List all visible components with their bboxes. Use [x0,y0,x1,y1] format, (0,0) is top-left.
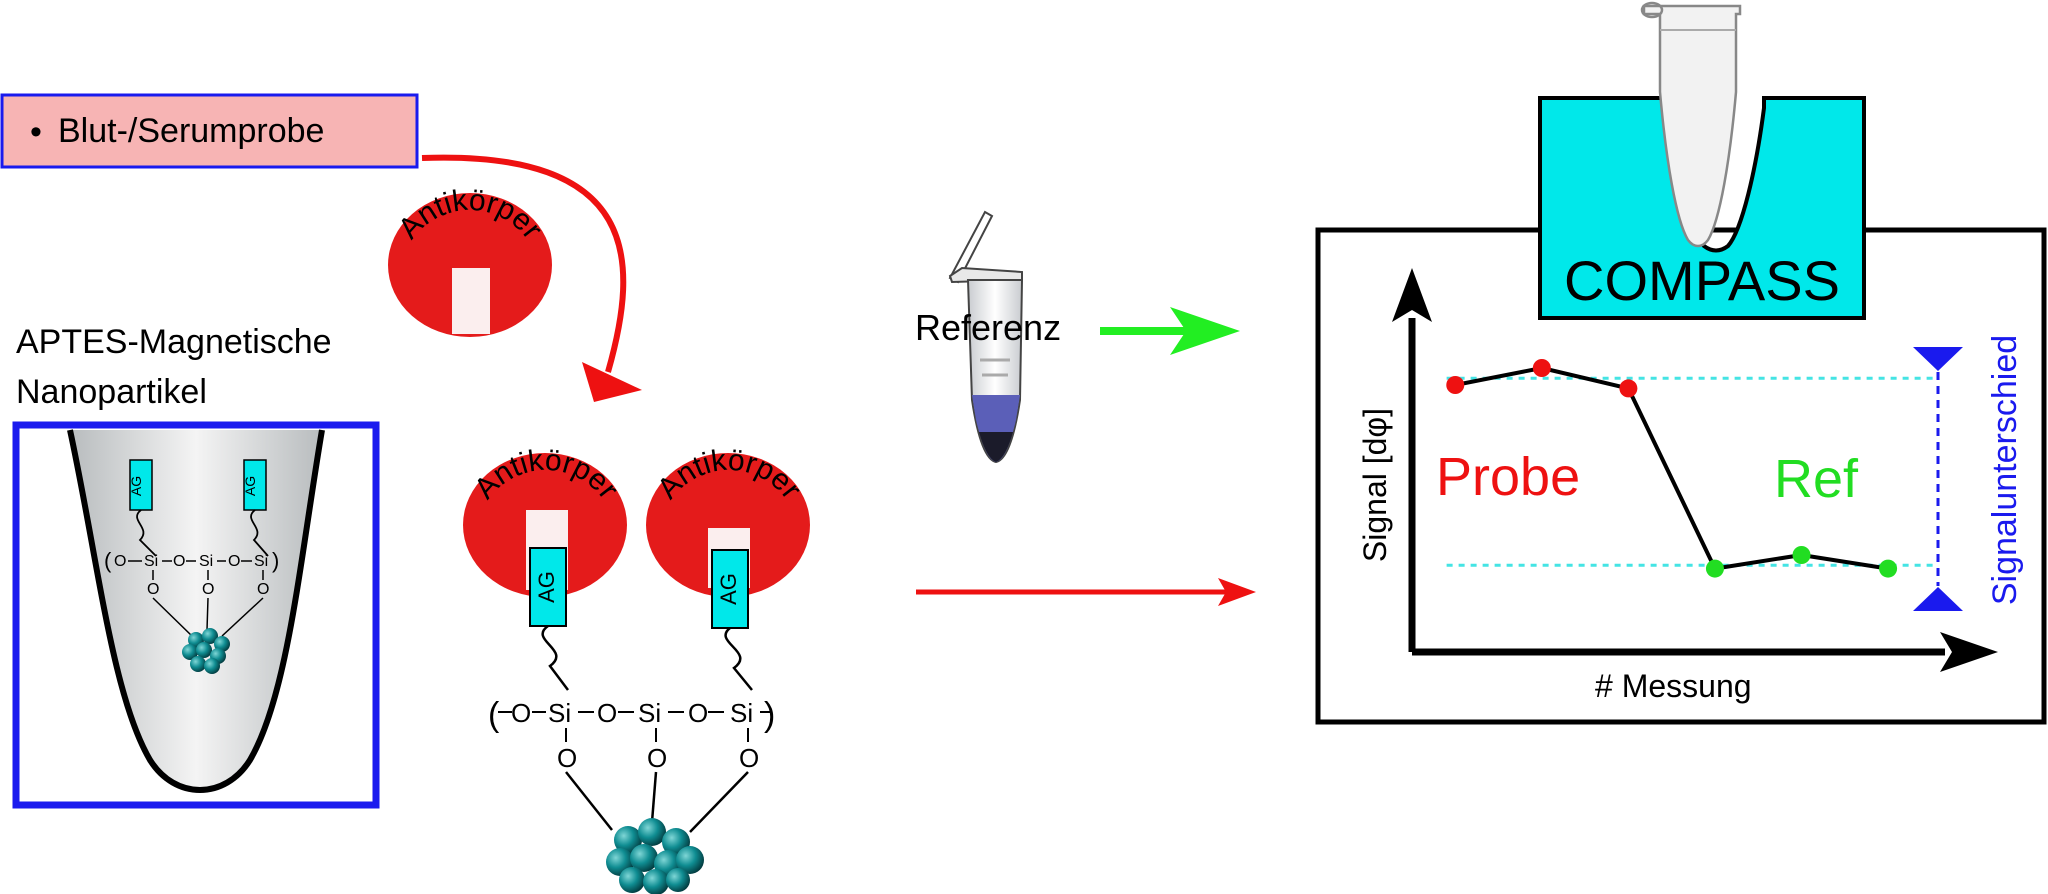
signal-chart: # Messung Signal [dφ] Probe Ref Signalun… [1357,268,2024,704]
svg-text:Si: Si [730,698,753,728]
y-axis-label: Signal [dφ] [1357,408,1393,562]
large-bead-cluster [606,818,704,894]
bound-complex: Antikörper AG Antikörper AG ( O Si [463,444,810,894]
sample-box: • Blut-/Serumprobe [0,93,419,169]
antibody-bound-left: Antikörper AG [463,444,627,627]
y-axis-arrowhead [1392,268,1432,322]
svg-text:O: O [114,553,126,570]
svg-text:): ) [764,696,775,734]
svg-text:Si: Si [254,553,268,570]
antibody-bound-right: Antikörper AG [646,444,810,629]
compass-label: COMPASS [1564,249,1840,312]
inserted-tube [1640,1,1742,248]
svg-text:O: O [228,553,240,570]
probe-point [1446,376,1465,394]
ref-point [1792,546,1811,564]
small-antigen-right: AG [242,459,269,557]
svg-text:O: O [147,581,159,598]
sample-arrow [916,578,1256,606]
nanoparticle-caption-line1: APTES-Magnetische [16,323,332,361]
nanoparticle-caption-line2: Nanopartikel [16,373,207,411]
small-bead-cluster [182,628,230,674]
svg-text:(: ( [104,548,112,573]
svg-text:O: O [202,581,214,598]
svg-text:O: O [597,698,617,728]
ref-point [1705,559,1724,578]
svg-text:Si: Si [144,553,158,570]
large-silane-chain: ( O Si O Si O Si ) O O O [488,696,775,833]
x-axis-label: # Messung [1595,668,1752,704]
svg-text:O: O [257,581,269,598]
difference-arrow-top [1913,347,1963,371]
svg-text:O: O [173,553,185,570]
chart-axes [1392,268,1998,672]
reference-tube [948,210,1024,464]
small-silane-chain: ( O Si O Si O Si ) O O O [104,548,279,637]
x-axis-arrowhead [1940,632,1998,672]
svg-text:O: O [557,743,577,773]
svg-text:O: O [647,743,667,773]
svg-text:): ) [272,548,279,573]
sample-bullet: • [30,113,42,151]
difference-label: Signalunterschied [1986,335,2024,605]
probe-point [1532,359,1551,377]
difference-arrow-bottom [1913,587,1963,611]
reference-arrow [1100,307,1240,355]
svg-text:O: O [739,743,759,773]
svg-text:Si: Si [199,553,213,570]
sample-to-binding-arrow [421,154,642,402]
svg-text:AG: AG [242,476,258,496]
annotation-ref: Ref [1774,449,1859,509]
small-antigen-left: AG [128,459,157,557]
series-line [1454,366,1889,571]
svg-text:AG: AG [128,476,144,496]
nanoparticle-tube-panel: AG AG ( O Si O Si O Si ) O O [12,421,380,809]
svg-text:Si: Si [638,698,661,728]
svg-text:O: O [511,698,531,728]
sample-label: Blut-/Serumprobe [58,112,324,150]
annotation-probe: Probe [1436,447,1580,507]
svg-text:O: O [688,698,708,728]
probe-point [1619,379,1638,398]
reference-label: Referenz [915,307,1061,348]
ref-point [1879,559,1898,578]
antibody-free: Antikörper [388,184,552,337]
svg-text:Si: Si [548,698,571,728]
svg-text:(: ( [488,696,500,734]
antigen-label-left: AG [534,571,559,603]
chart-series [1446,359,1898,578]
signal-difference-marker: Signalunterschied [1913,335,2024,611]
antigen-label-right: AG [716,573,741,605]
